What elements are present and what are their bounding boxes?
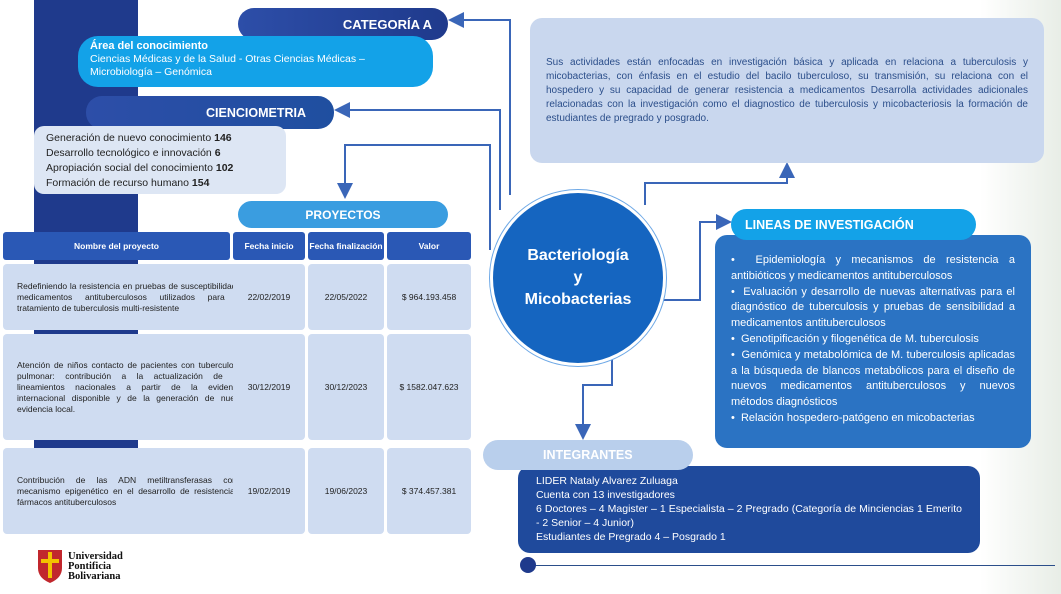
table-header-start: Fecha inicio [233,232,305,260]
area-conocimiento-box: Área del conocimiento Ciencias Médicas y… [78,36,433,87]
group-name-line3: Micobacterias [524,291,632,308]
table-header-value: Valor [387,232,471,260]
cienciometria-pill: CIENCIOMETRIA [86,96,334,129]
lineas-box: • Epidemiología y mecanismos de resisten… [715,235,1031,448]
integrantes-pill: INTEGRANTES [483,440,693,470]
logo-line3: Bolivariana [68,571,121,582]
lineas-item: • Relación hospedero-patógeno en micobac… [731,411,975,424]
table-row-value: $ 964.193.458 [387,264,471,330]
table-row-start: 22/02/2019 [233,264,305,330]
table-row-name: Redefiniendo la resistencia en pruebas d… [3,264,256,330]
lineas-item: • Epidemiología y mecanismos de resisten… [731,254,1015,282]
table-row-value: $ 374.457.381 [387,448,471,534]
categoria-label: CATEGORÍA A [342,16,432,32]
table-row-name: Atención de niños contacto de pacientes … [3,334,256,440]
bottom-dot [520,557,536,573]
lineas-item: • Evaluación y desarrollo de nuevas alte… [731,285,1015,330]
integrantes-line: 6 Doctores – 4 Magister – 1 Especialista… [536,503,962,529]
table-row-end: 30/12/2023 [308,334,384,440]
table-row-start: 30/12/2019 [233,334,305,440]
logo-line2: Pontificia [68,561,112,572]
table-row-end: 19/06/2023 [308,448,384,534]
integrantes-label: INTEGRANTES [543,448,633,462]
integrantes-line: Estudiantes de Pregrado 4 – Posgrado 1 [536,531,726,543]
table-row-name: Contribución de las ADN metiltransferasa… [3,448,256,534]
integrantes-line: LIDER Nataly Alvarez Zuluaga [536,475,678,487]
lineas-item: • Genómica y metabolómica de M. tubercul… [731,348,1015,409]
lineas-pill: LINEAS DE INVESTIGACIÓN [731,209,976,240]
cienciometria-box: Generación de nuevo conocimiento 146 Des… [34,126,286,194]
cienciometria-label: CIENCIOMETRIA [206,105,306,120]
table-row-end: 22/05/2022 [308,264,384,330]
logo-line1: Universidad [68,551,123,562]
area-text: Ciencias Médicas y de la Salud - Otras C… [90,53,365,78]
integrantes-box: LIDER Nataly Alvarez Zuluaga Cuenta con … [518,466,980,553]
group-name-line2: y [573,269,583,286]
table-row-start: 19/02/2019 [233,448,305,534]
cienciometria-item: Apropiación social del conocimiento 102 [46,162,234,174]
area-heading: Área del conocimiento [90,40,208,52]
bottom-divider [525,565,1055,566]
table-header-end: Fecha finalización [308,232,384,260]
group-name-line1: Bacteriología [527,247,629,264]
group-name-circle: Bacteriología y Micobacterias [490,190,666,366]
cienciometria-item: Formación de recurso humano 154 [46,177,210,189]
group-summary-text: Sus actividades están enfocadas en inves… [546,57,1028,124]
integrantes-line: Cuenta con 13 investigadores [536,489,675,501]
table-header-name: Nombre del proyecto [3,232,230,260]
proyectos-pill: PROYECTOS [238,201,448,228]
lineas-item: • Genotipificación y filogenética de M. … [731,332,979,345]
shield-icon [38,550,62,583]
cienciometria-item: Generación de nuevo conocimiento 146 [46,132,232,144]
lineas-label: LINEAS DE INVESTIGACIÓN [745,217,914,232]
proyectos-label: PROYECTOS [305,207,381,222]
group-summary-box: Sus actividades están enfocadas en inves… [530,18,1044,163]
university-logo: Universidad Pontificia Bolivariana [36,548,136,588]
table-row-value: $ 1582.047.623 [387,334,471,440]
categoria-pill: CATEGORÍA A [238,8,448,40]
cienciometria-item: Desarrollo tecnológico e innovación 6 [46,147,221,159]
